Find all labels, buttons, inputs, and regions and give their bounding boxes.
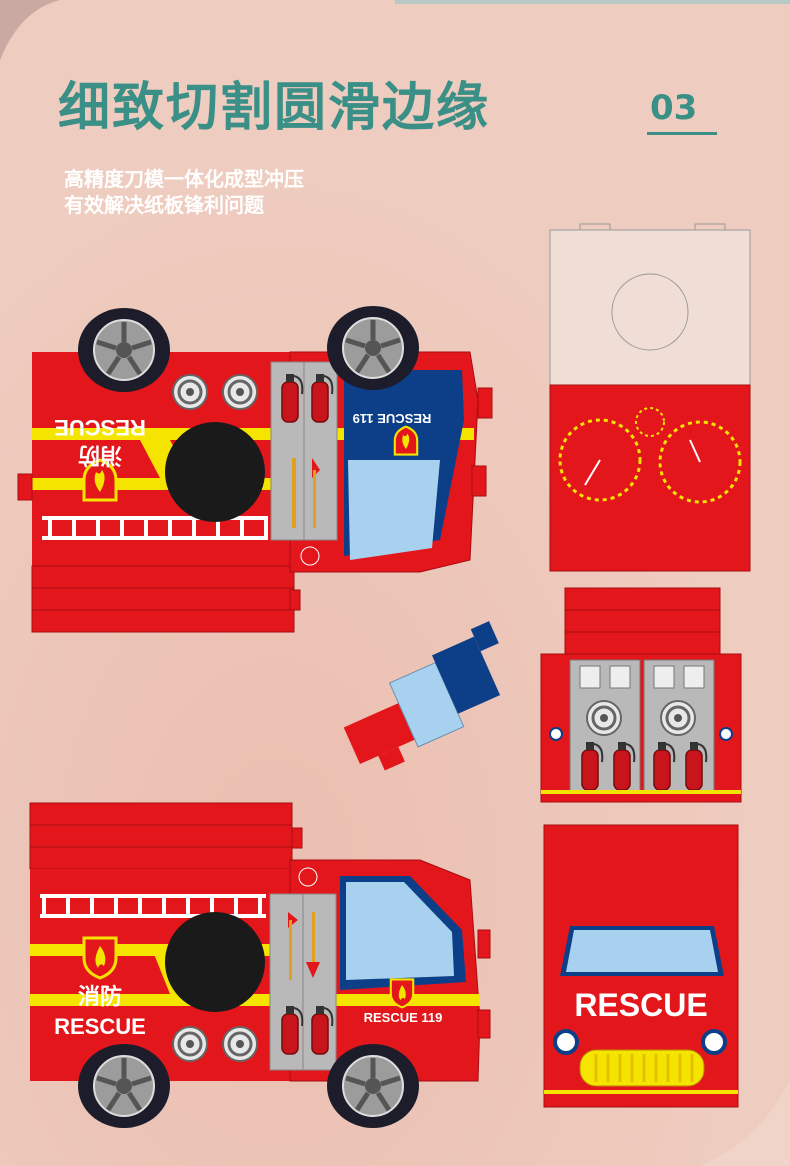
grille (579, 1049, 705, 1087)
rescue-front-label: RESCUE (574, 987, 707, 1023)
hose-reel-icon (659, 699, 697, 737)
fire-cn-label: 消防 (78, 442, 122, 467)
wheel-icon (327, 306, 419, 390)
rescue-119-label: RESCUE 119 (364, 1010, 443, 1025)
rescue-label: RESCUE (54, 1014, 146, 1039)
rescue-label: RESCUE (54, 415, 146, 440)
dashboard-piece (549, 223, 751, 572)
subtitle-line-1: 高精度刀模一体化成型冲压 (64, 167, 304, 191)
section-number: 03 (650, 88, 698, 128)
page-title: 细致切割圆滑边缘 (58, 78, 491, 138)
subtitle-line-2: 有效解决纸板锋利问题 (64, 193, 264, 217)
speedometer-icon (558, 418, 642, 502)
shovel-icon (306, 962, 320, 978)
hose-reel-icon (585, 699, 623, 737)
headlight (701, 1029, 727, 1055)
flame-shield-icon (389, 978, 415, 1009)
truck-side-bottom: 消防 RESCUE RESCUE 119 (29, 802, 491, 1128)
truck-side-top: RESCUE 消防 RESCUE 119 (17, 306, 493, 633)
wheel-icon (78, 308, 170, 392)
wheel-icon (327, 1044, 419, 1128)
hose-reel-icon (221, 1025, 259, 1063)
headlight (553, 1029, 579, 1055)
alarm-bell-icon (298, 867, 318, 887)
flame-shield-icon (393, 425, 419, 456)
alarm-bell-icon (300, 546, 320, 566)
cab-piece (343, 621, 501, 771)
speedometer-icon (658, 420, 742, 504)
hose-reel-icon (171, 373, 209, 411)
wheel-icon (78, 1044, 170, 1128)
rescue-119-label: RESCUE 119 (353, 411, 432, 426)
back-panel (540, 587, 742, 803)
flame-shield-icon (82, 936, 118, 980)
truck-front-piece: RESCUE (543, 824, 739, 1108)
fire-cn-label: 消防 (78, 985, 122, 1010)
section-number-underline (647, 132, 717, 135)
hose-reel-icon (171, 1025, 209, 1063)
hose-reel-icon (221, 373, 259, 411)
